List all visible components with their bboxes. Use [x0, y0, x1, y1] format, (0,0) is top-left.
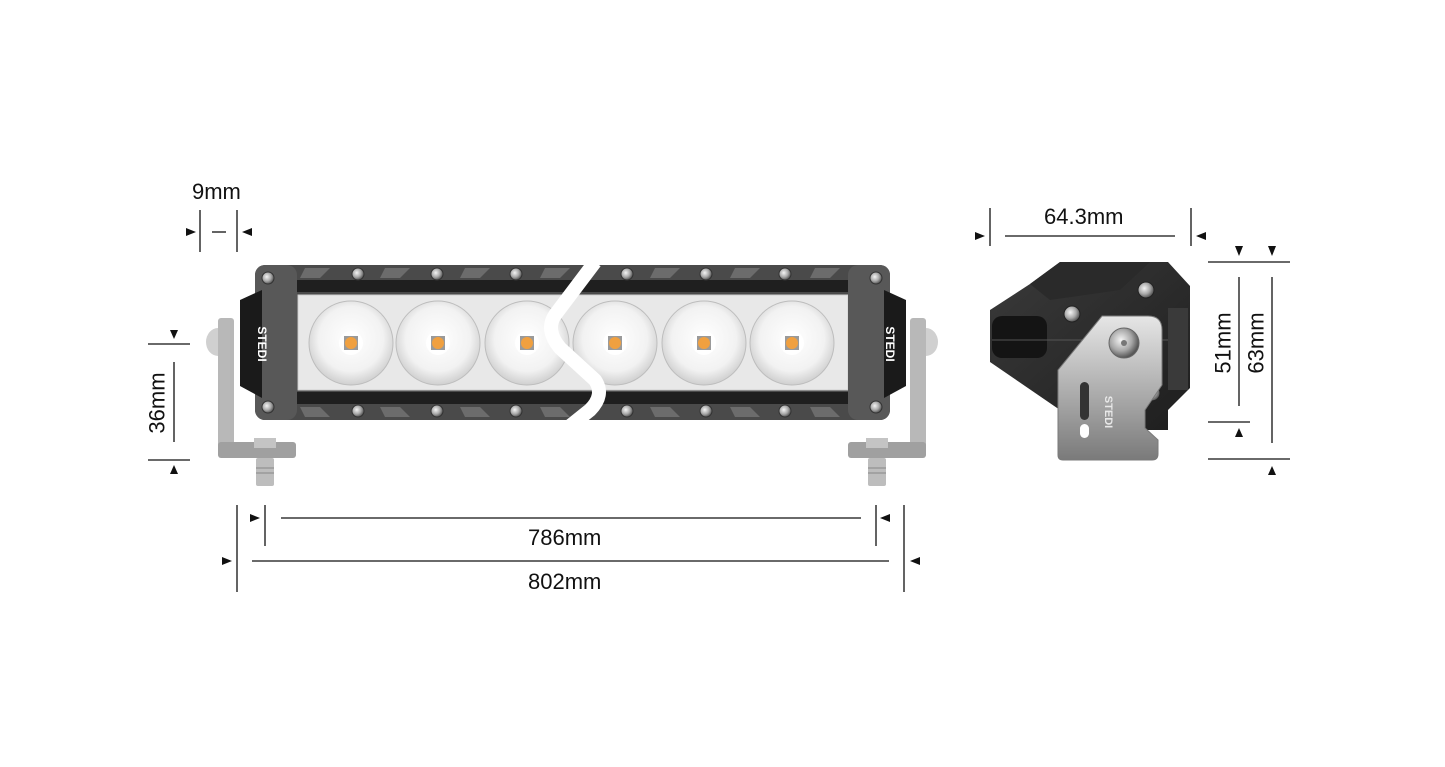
left-mount-bracket — [206, 318, 296, 486]
led-4 — [572, 300, 658, 386]
dim-label-inner-length: 786mm — [528, 525, 602, 550]
led-6 — [749, 300, 835, 386]
dim-label-side-overall-height: 63mm — [1243, 312, 1269, 374]
break-symbol — [544, 257, 606, 436]
side-view: STEDI — [990, 262, 1190, 461]
dim-label-side-body-height: 51mm — [1210, 312, 1236, 374]
front-dimension-lines — [148, 210, 905, 592]
led-2 — [395, 300, 481, 386]
brand-mark-right: STEDI — [883, 326, 897, 361]
dim-label-mount-offset: 9mm — [192, 179, 241, 204]
housing-screws — [261, 267, 883, 418]
right-mount-bracket — [848, 318, 938, 486]
left-end-cap: STEDI — [240, 265, 297, 420]
dim-label-overall-length: 802mm — [528, 569, 602, 594]
front-dimension-arrows — [170, 228, 920, 565]
right-end-cap: STEDI — [848, 265, 906, 420]
brand-mark-left: STEDI — [255, 326, 269, 361]
led-1 — [308, 300, 394, 386]
side-dimension-arrows — [975, 232, 1276, 475]
dim-label-bar-height: 36mm — [144, 372, 170, 434]
front-view-light-bar: STEDI STEDI — [206, 257, 938, 486]
dim-label-side-depth: 64.3mm — [1044, 204, 1124, 229]
side-dimension-lines — [989, 208, 1290, 460]
brand-mark-plate: STEDI — [1102, 396, 1114, 428]
led-5 — [661, 300, 747, 386]
led-reflectors — [308, 300, 835, 386]
